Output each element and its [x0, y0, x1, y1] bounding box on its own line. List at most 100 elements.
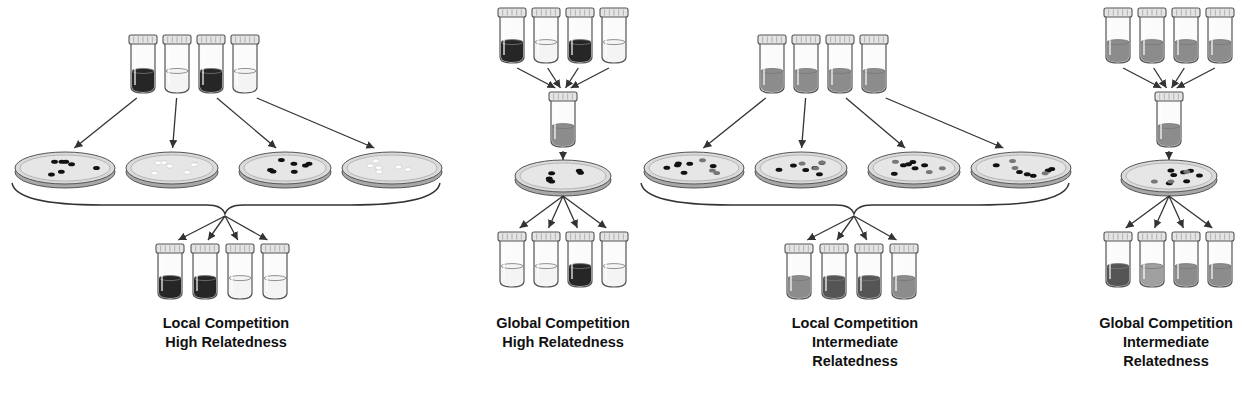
cap-ridge: [1215, 10, 1216, 16]
tube-cap: [566, 232, 594, 241]
tube-highlight: [503, 20, 505, 55]
cap-ridge: [904, 246, 905, 252]
tube-highlight: [571, 20, 573, 55]
cap-ridge: [878, 37, 879, 43]
tube-body: [602, 14, 626, 63]
cap-ridge: [589, 10, 590, 16]
culture-tube: [532, 8, 560, 63]
arrow: [74, 98, 136, 148]
culture-tube: [1155, 92, 1183, 147]
tube-highlight: [1211, 20, 1213, 55]
dish-agar: [347, 155, 437, 181]
cap-ridge: [174, 246, 175, 252]
tube-highlight: [605, 244, 607, 279]
culture-tube: [191, 244, 219, 299]
dish-agar: [976, 155, 1066, 181]
colony: [405, 168, 412, 172]
cap-ridge: [1113, 234, 1114, 240]
cap-ridge: [200, 246, 201, 252]
cap-ridge: [849, 37, 850, 43]
colony: [166, 164, 173, 168]
tube-cap: [261, 244, 289, 253]
dish-agar: [520, 163, 606, 189]
colony: [1012, 166, 1019, 170]
cap-ridge: [143, 37, 144, 43]
tube-highlight: [1109, 20, 1111, 55]
cap-ridge: [1190, 10, 1191, 16]
cap-ridge: [215, 37, 216, 43]
cap-ridge: [284, 246, 285, 252]
culture-tube: [600, 232, 628, 287]
cap-ridge: [177, 37, 178, 43]
cap-ridge: [1176, 10, 1177, 16]
petri-dish: [126, 152, 218, 188]
colony: [686, 162, 693, 166]
dish-rim: [15, 152, 115, 184]
cap-ridge: [536, 10, 537, 16]
cap-ridge: [873, 246, 874, 252]
cap-ridge: [270, 246, 271, 252]
tube-cap: [532, 8, 560, 17]
cap-ridge: [502, 234, 503, 240]
tube-body: [857, 250, 881, 299]
tube-cap: [129, 35, 157, 44]
dish-rim: [868, 152, 960, 184]
culture-tube: [498, 8, 526, 63]
tube-body: [199, 41, 223, 93]
dish-agar: [20, 155, 110, 181]
cap-ridge: [570, 10, 571, 16]
cap-ridge: [580, 10, 581, 16]
dish-rim: [126, 152, 218, 184]
tube-highlight: [1109, 244, 1111, 279]
cap-ridge: [230, 246, 231, 252]
cap-ridge: [1229, 234, 1230, 240]
arrow: [571, 68, 609, 88]
cap-ridge: [1224, 234, 1225, 240]
culture-tube: [1104, 8, 1132, 63]
cap-ridge: [575, 10, 576, 16]
cap-ridge: [1156, 234, 1157, 240]
colony: [375, 166, 382, 170]
petri-dish: [342, 152, 442, 188]
culture-tube: [129, 35, 157, 93]
cap-ridge: [214, 246, 215, 252]
cap-ridge: [254, 37, 255, 43]
tube-cap: [855, 244, 883, 253]
tube-highlight: [895, 256, 897, 291]
tube-cap: [792, 35, 820, 44]
tube-body: [158, 250, 182, 299]
cap-ridge: [1220, 234, 1221, 240]
colony: [926, 170, 933, 174]
panel-caption: Local Competition Intermediate Relatedne…: [780, 314, 930, 371]
cap-ridge: [1229, 10, 1230, 16]
cap-ridge: [1156, 10, 1157, 16]
colony: [376, 170, 383, 174]
cap-ridge: [502, 10, 503, 16]
cap-ridge: [829, 246, 830, 252]
colony: [395, 165, 402, 169]
tube-cap: [1172, 232, 1200, 241]
culture-tube: [226, 244, 254, 299]
cap-ridge: [584, 234, 585, 240]
cap-ridge: [275, 246, 276, 252]
petri-dish: [971, 152, 1071, 188]
cap-ridge: [265, 246, 266, 252]
cap-ridge: [604, 10, 605, 16]
dish-agar: [873, 155, 955, 181]
tube-body: [500, 238, 524, 287]
colony: [921, 163, 928, 167]
tube-cap: [532, 232, 560, 241]
tube-body: [1106, 238, 1130, 287]
tube-cap: [191, 244, 219, 253]
arrow: [173, 98, 177, 148]
cap-ridge: [1190, 234, 1191, 240]
colony: [939, 166, 946, 170]
culture-tube: [820, 244, 848, 299]
arrow: [520, 196, 563, 228]
cap-ridge: [240, 246, 241, 252]
cap-ridge: [211, 37, 212, 43]
cap-ridge: [883, 37, 884, 43]
colony: [190, 163, 197, 167]
colony: [1183, 179, 1190, 183]
panel-caption: Global Competition Intermediate Relatedn…: [1091, 314, 1241, 371]
